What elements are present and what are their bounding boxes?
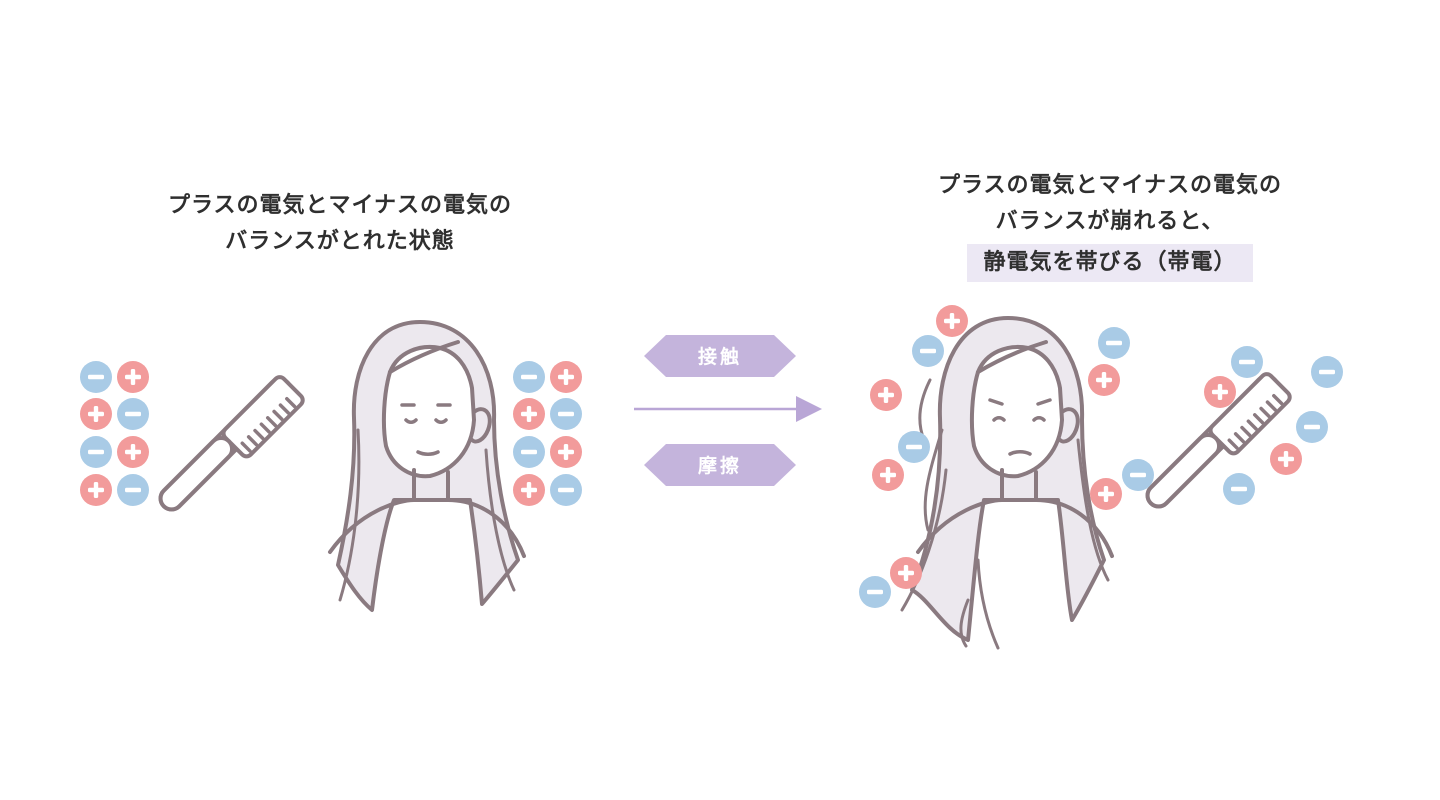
plus-charge-icon xyxy=(117,361,149,393)
right-caption: プラスの電気とマイナスの電気の バランスが崩れると、 静電気を帯びる（帯電） xyxy=(870,168,1350,282)
minus-charge-icon xyxy=(1231,346,1263,378)
minus-charge-icon xyxy=(859,576,891,608)
plus-charge-icon xyxy=(513,398,545,430)
woman-right-icon xyxy=(900,316,1114,650)
process-arrow-icon xyxy=(634,396,822,422)
minus-charge-icon xyxy=(1122,459,1154,491)
plus-charge-icon xyxy=(936,305,968,337)
contact-badge: 接触 xyxy=(644,335,796,377)
plus-charge-icon xyxy=(1270,443,1302,475)
woman-left-icon xyxy=(328,320,526,612)
plus-charge-icon xyxy=(117,436,149,468)
minus-charge-icon xyxy=(1296,411,1328,443)
plus-charge-icon xyxy=(513,474,545,506)
friction-label: 摩擦 xyxy=(698,454,742,477)
plus-charge-icon xyxy=(1204,376,1236,408)
plus-charge-icon xyxy=(80,474,112,506)
minus-charge-icon xyxy=(1311,356,1343,388)
plus-charge-icon xyxy=(550,436,582,468)
plus-charge-icon xyxy=(870,379,902,411)
right-caption-highlight: 静電気を帯びる（帯電） xyxy=(967,244,1253,282)
minus-charge-icon xyxy=(117,474,149,506)
plus-charge-icon xyxy=(1088,364,1120,396)
right-caption-line2: バランスが崩れると、 xyxy=(995,209,1225,234)
left-charge-group-outer xyxy=(80,361,149,506)
plus-charge-icon xyxy=(872,459,904,491)
comb-left-icon xyxy=(156,375,305,524)
minus-charge-icon xyxy=(1098,327,1130,359)
left-charge-group-inner xyxy=(513,361,582,506)
minus-charge-icon xyxy=(898,431,930,463)
right-caption-line1: プラスの電気とマイナスの電気の xyxy=(937,173,1283,198)
minus-charge-icon xyxy=(80,436,112,468)
left-caption-line2: バランスがとれた状態 xyxy=(225,229,455,254)
minus-charge-icon xyxy=(117,398,149,430)
minus-charge-icon xyxy=(513,436,545,468)
minus-charge-icon xyxy=(550,474,582,506)
minus-charge-icon xyxy=(550,398,582,430)
contact-label: 接触 xyxy=(698,345,742,368)
plus-charge-icon xyxy=(1090,478,1122,510)
plus-charge-icon xyxy=(890,557,922,589)
minus-charge-icon xyxy=(513,361,545,393)
minus-charge-icon xyxy=(1223,473,1255,505)
minus-charge-icon xyxy=(912,335,944,367)
left-caption-line1: プラスの電気とマイナスの電気の xyxy=(167,193,513,218)
left-caption: プラスの電気とマイナスの電気の バランスがとれた状態 xyxy=(100,188,580,260)
plus-charge-icon xyxy=(550,361,582,393)
plus-charge-icon xyxy=(80,398,112,430)
minus-charge-icon xyxy=(80,361,112,393)
friction-badge: 摩擦 xyxy=(644,444,796,486)
